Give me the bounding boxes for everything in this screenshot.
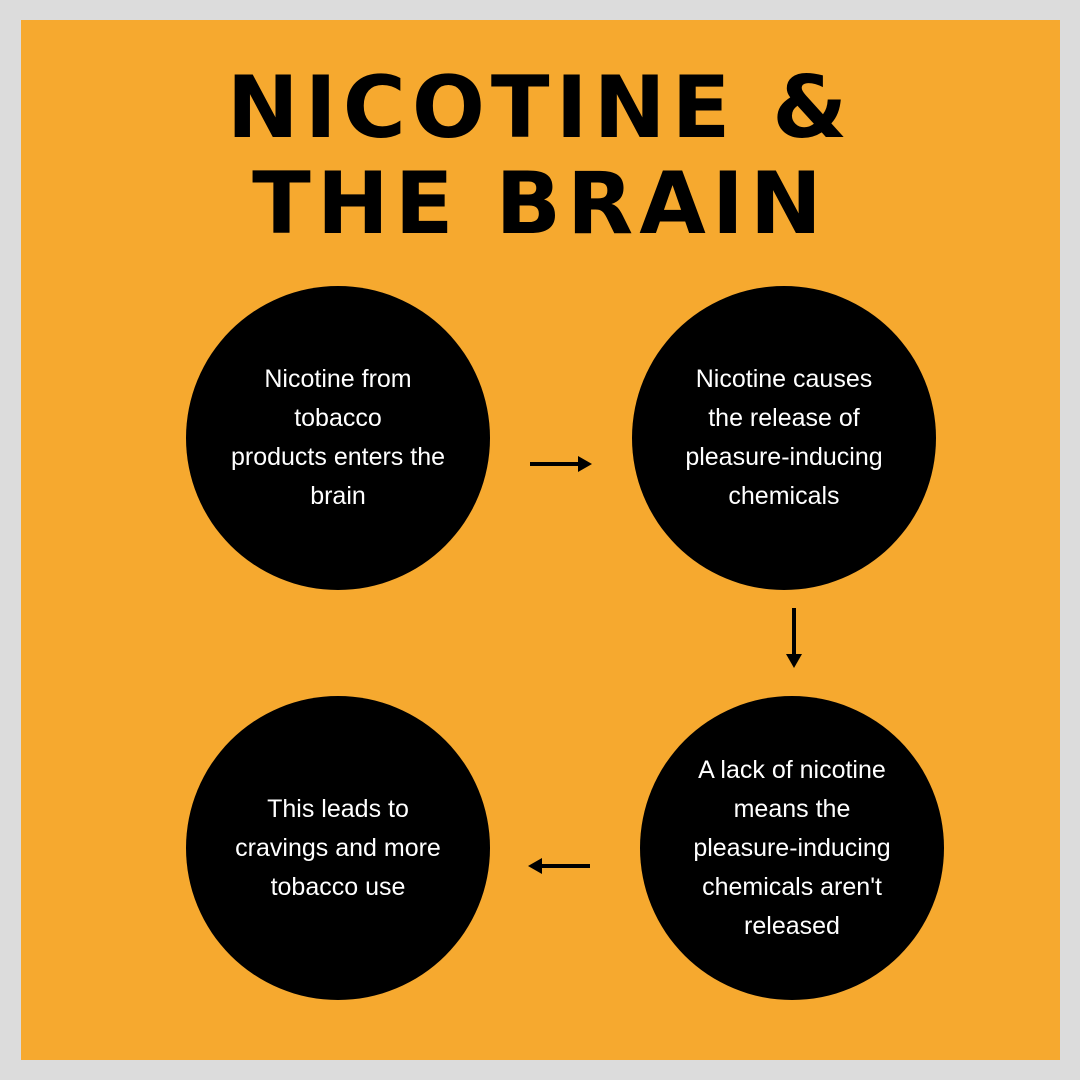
step-circle-3: A lack of nicotine means the pleasure-in… (640, 696, 944, 1000)
step-circle-4: This leads to cravings and more tobacco … (186, 696, 490, 1000)
step-2-text: Nicotine causes the release of pleasure-… (685, 365, 883, 510)
page-title: NICOTINE & THE BRAIN (0, 60, 1080, 252)
step-4-text: This leads to cravings and more tobacco … (235, 794, 441, 901)
step-circle-2: Nicotine causes the release of pleasure-… (632, 286, 936, 590)
title-line-2: THE BRAIN (252, 154, 828, 254)
title-line-1: NICOTINE & (226, 58, 854, 158)
step-circle-1: Nicotine from tobacco products enters th… (186, 286, 490, 590)
step-3-text: A lack of nicotine means the pleasure-in… (693, 755, 891, 940)
step-1-text: Nicotine from tobacco products enters th… (230, 365, 445, 510)
